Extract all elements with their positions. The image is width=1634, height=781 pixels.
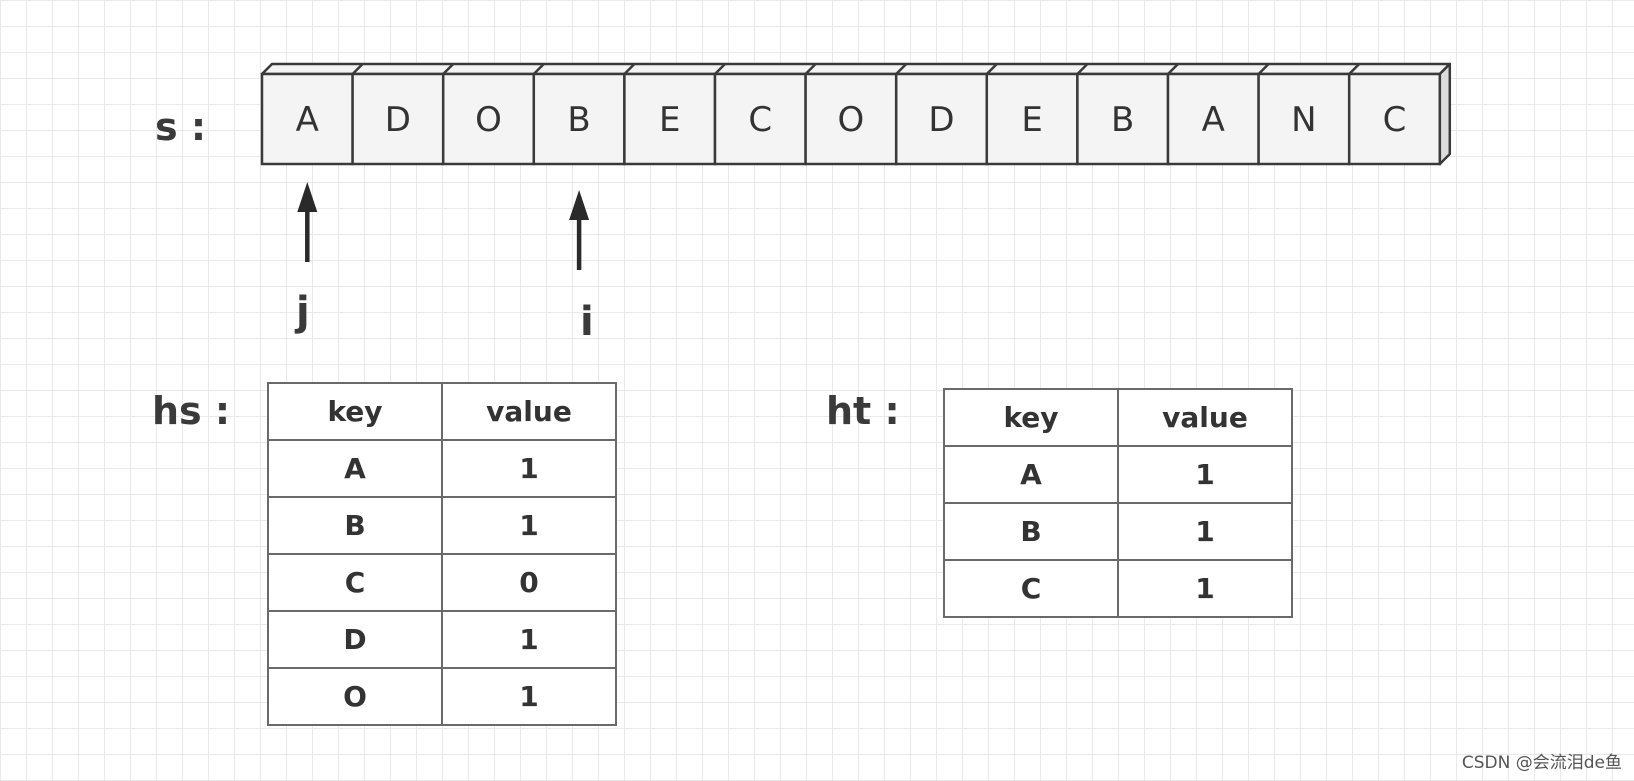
hs-value-cell: 1: [441, 610, 617, 669]
array-top-divider: [985, 63, 998, 75]
ht-table: key value A 1 B 1 C 1: [943, 388, 1293, 618]
hs-key-cell: C: [267, 553, 443, 612]
array-cell-char: D: [385, 100, 411, 140]
array-cell: [623, 72, 717, 166]
array-cell-char: O: [838, 100, 865, 140]
array-top-divider: [623, 63, 636, 75]
pointer-label-j: j: [296, 289, 310, 335]
array-cell: [351, 72, 445, 166]
hs-header-value: value: [441, 382, 617, 441]
array-cell-char: E: [659, 100, 680, 140]
array-top-divider: [1167, 63, 1179, 75]
array-cell-char: B: [1111, 100, 1134, 140]
ht-header-key: key: [943, 388, 1119, 447]
table-row: B 1: [943, 502, 1293, 561]
array-cell-char: A: [1202, 100, 1225, 140]
array-top-divider: [351, 63, 364, 75]
array-cell: [1166, 72, 1260, 166]
table-row: C 1: [943, 559, 1293, 618]
array-cell-char: O: [475, 100, 502, 140]
array-cell: [441, 72, 536, 166]
array-top-face: [260, 62, 1452, 76]
pointer-arrow-head-i: [569, 190, 590, 220]
array-top-divider: [804, 63, 817, 75]
array-cell: [532, 72, 626, 166]
array-top-divider: [532, 63, 545, 75]
array-cell: [804, 72, 898, 166]
hs-value-cell: 1: [441, 667, 617, 726]
table-row: C 0: [267, 553, 617, 612]
hs-key-cell: A: [267, 439, 443, 498]
hs-value-cell: 1: [441, 496, 617, 555]
array-right-face: [1438, 62, 1452, 166]
hs-table: key value A 1 B 1 C 0 D 1 O 1: [267, 382, 617, 726]
array-cell: [1257, 72, 1351, 166]
array-top-divider: [714, 63, 726, 75]
hs-value-cell: 0: [441, 553, 617, 612]
hs-label: hs :: [152, 389, 231, 433]
ht-value-cell: 1: [1117, 559, 1293, 618]
hs-header-key: key: [267, 382, 443, 441]
array-top-divider: [1348, 63, 1361, 75]
array-cell: [1076, 72, 1170, 166]
array-cell-char: C: [748, 100, 772, 140]
array-cell-char: B: [567, 100, 590, 140]
array-cell-char: E: [1021, 100, 1042, 140]
array-cell: [713, 72, 807, 166]
table-row: A 1: [943, 445, 1293, 504]
array-cell: [260, 72, 354, 166]
array-top-divider: [1257, 63, 1270, 75]
ht-header-value: value: [1117, 388, 1293, 447]
hs-header-row: key value: [267, 382, 617, 441]
hs-value-cell: 1: [441, 439, 617, 498]
array-top-divider: [1076, 63, 1089, 75]
pointer-arrow-head-j: [297, 182, 318, 212]
array-cell-char: A: [296, 100, 319, 140]
ht-label: ht :: [826, 389, 900, 433]
watermark: CSDN @会流泪de鱼: [1461, 753, 1622, 773]
hs-key-cell: O: [267, 667, 443, 726]
table-row: B 1: [267, 496, 617, 555]
table-row: D 1: [267, 610, 617, 669]
table-row: O 1: [267, 667, 617, 726]
hs-key-cell: B: [267, 496, 443, 555]
ht-value-cell: 1: [1117, 445, 1293, 504]
ht-key-cell: A: [943, 445, 1119, 504]
array-cell: [1347, 72, 1442, 166]
array-top-divider: [895, 63, 908, 75]
array-top-divider: [442, 63, 455, 75]
array-cell: [894, 72, 989, 166]
pointer-label-i: i: [580, 299, 594, 345]
string-label: s :: [155, 105, 207, 149]
array-cell-char: C: [1383, 100, 1407, 140]
ht-header-row: key value: [943, 388, 1293, 447]
table-row: A 1: [267, 439, 617, 498]
ht-value-cell: 1: [1117, 502, 1293, 561]
hs-key-cell: D: [267, 610, 443, 669]
array-cell-char: D: [928, 100, 954, 140]
ht-key-cell: B: [943, 502, 1119, 561]
array-cell-char: N: [1291, 100, 1316, 140]
ht-key-cell: C: [943, 559, 1119, 618]
array-cell: [985, 72, 1079, 166]
